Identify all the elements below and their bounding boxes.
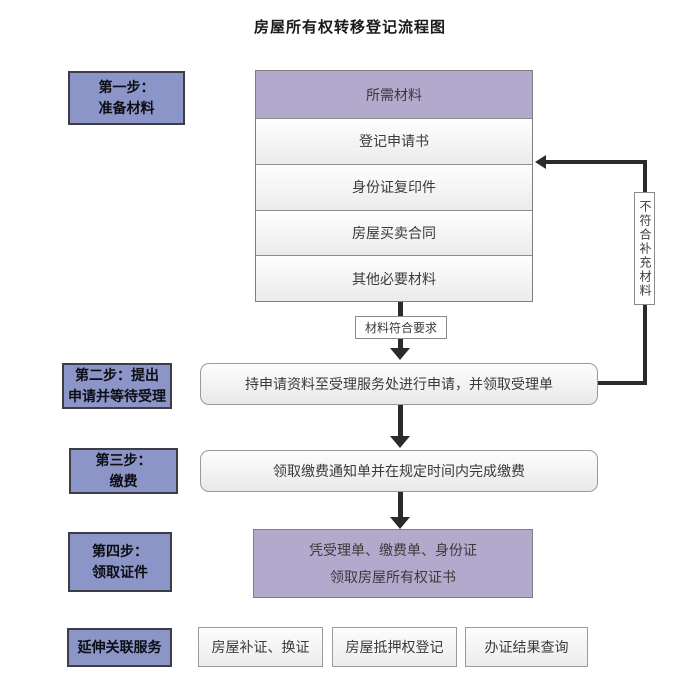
pay-process-box: 领取缴费通知单并在规定时间内完成缴费 bbox=[200, 450, 598, 492]
diagram-title: 房屋所有权转移登记流程图 bbox=[253, 19, 446, 36]
material-row-other: 其他必要材料 bbox=[256, 255, 532, 301]
material-row-contract: 房屋买卖合同 bbox=[256, 209, 532, 256]
arrow3-head bbox=[390, 517, 410, 529]
step4-label-box: 第四步： 领取证件 bbox=[68, 532, 172, 592]
service-box-reissue: 房屋补证、换证 bbox=[198, 627, 323, 667]
extended-services-label: 延伸关联服务 bbox=[77, 639, 162, 655]
feedback-arrow-head bbox=[535, 155, 546, 169]
arrow3-shaft bbox=[398, 492, 403, 518]
step3-line1: 第三步： bbox=[95, 452, 152, 468]
step2-label-box: 第二步：提出 申请并等待受理 bbox=[62, 363, 172, 409]
arrow1-head bbox=[390, 348, 410, 360]
arrow2-shaft bbox=[398, 405, 403, 436]
service-box-result-query: 办证结果查询 bbox=[465, 627, 588, 667]
feedback-line-bottom bbox=[598, 381, 647, 385]
receive-line2: 领取房屋所有权证书 bbox=[330, 569, 456, 585]
material-row-id-copy: 身份证复印件 bbox=[256, 163, 532, 210]
apply-process-box: 持申请资料至受理服务处进行申请，并领取受理单 bbox=[200, 363, 598, 405]
materials-not-ok-label: 不符合补充材料 bbox=[634, 192, 655, 305]
step1-line2: 准备材料 bbox=[98, 100, 155, 116]
service-box-mortgage: 房屋抵押权登记 bbox=[332, 627, 457, 667]
step2-line1: 第二步：提出 bbox=[75, 367, 159, 383]
receive-line1: 凭受理单、缴费单、身份证 bbox=[309, 542, 477, 558]
step2-line2: 申请并等待受理 bbox=[68, 388, 166, 404]
step3-line2: 缴费 bbox=[109, 473, 138, 489]
feedback-line-top bbox=[546, 160, 647, 164]
material-row-application: 登记申请书 bbox=[256, 118, 532, 164]
arrow2-head bbox=[390, 436, 410, 448]
step4-line2: 领取证件 bbox=[92, 564, 148, 580]
materials-header: 所需材料 bbox=[256, 71, 532, 118]
step1-label-box: 第一步： 准备材料 bbox=[68, 71, 185, 125]
receive-certificate-box: 凭受理单、缴费单、身份证 领取房屋所有权证书 bbox=[253, 529, 533, 598]
extended-services-label-box: 延伸关联服务 bbox=[67, 628, 172, 667]
step3-label-box: 第三步： 缴费 bbox=[69, 448, 178, 494]
step4-line1: 第四步： bbox=[92, 543, 148, 559]
materials-ok-label: 材料符合要求 bbox=[355, 316, 447, 339]
materials-table: 所需材料 登记申请书 身份证复印件 房屋买卖合同 其他必要材料 bbox=[255, 70, 533, 302]
step1-line1: 第一步： bbox=[98, 79, 155, 95]
